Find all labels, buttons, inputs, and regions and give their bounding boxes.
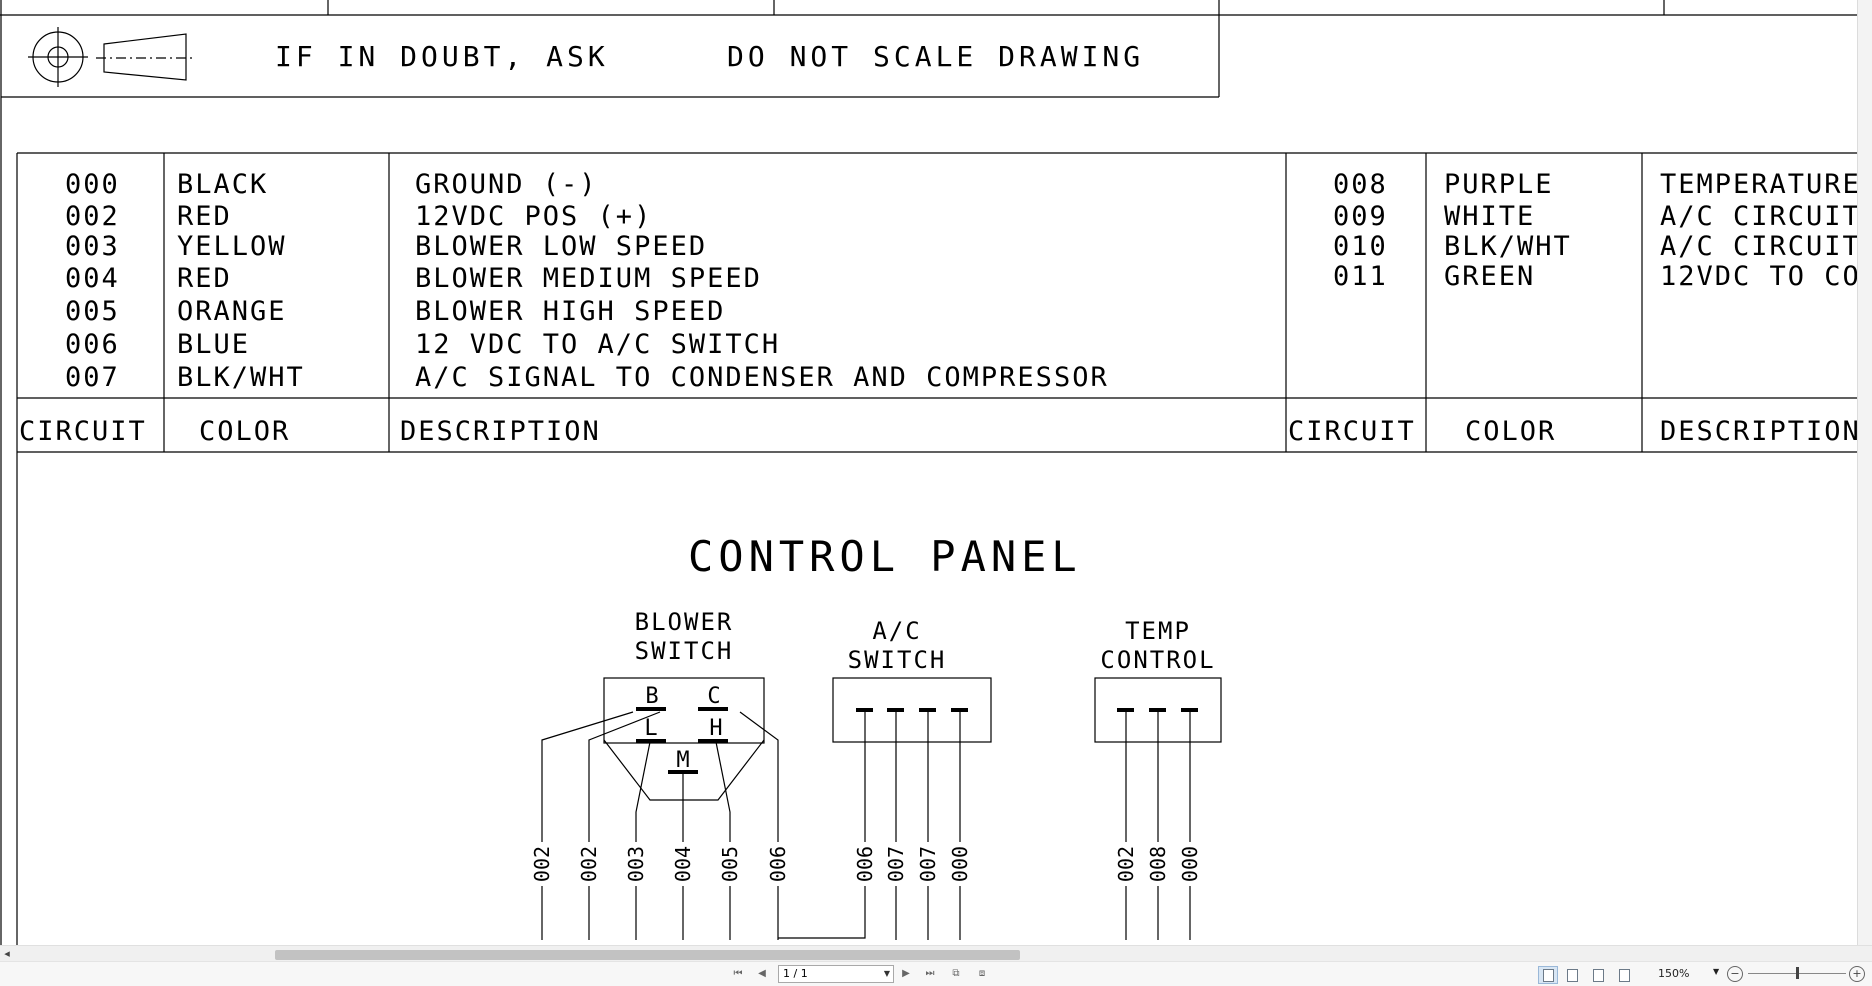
table-cell-description: A/C SIGNAL TO CONDENSER AND COMPRESSOR (415, 362, 1109, 393)
horizontal-scroll-thumb[interactable] (275, 950, 1020, 960)
note-if-in-doubt: IF IN DOUBT, ASK (275, 40, 609, 73)
header-description-right: DESCRIPTION (1660, 416, 1861, 447)
terminal-label: M (676, 748, 689, 773)
horizontal-scrollbar[interactable]: ◂ (0, 945, 1872, 962)
table-cell-description: BLOWER MEDIUM SPEED (415, 263, 762, 294)
table-cell-description: A/C CIRCUIT (1660, 231, 1861, 262)
zoom-slider-thumb[interactable] (1796, 967, 1799, 979)
next-page-icon[interactable]: ▶ (902, 968, 910, 979)
vertical-scrollbar[interactable] (1857, 0, 1872, 945)
wire-label: 002 (577, 846, 601, 882)
continuous-facing-view-button[interactable] (1614, 966, 1634, 984)
header-color-right: COLOR (1465, 416, 1556, 447)
ac-switch-box (832, 677, 992, 743)
scroll-left-icon[interactable]: ◂ (4, 947, 10, 960)
wire-label: 004 (671, 846, 695, 882)
wire-label: 000 (948, 846, 972, 882)
wire-label: 003 (624, 846, 648, 882)
terminal-bars (636, 707, 1198, 774)
header-circuit-left: CIRCUIT (19, 416, 147, 447)
blower-switch-outline (603, 739, 765, 801)
wire-label: 007 (884, 846, 908, 882)
zoom-level[interactable]: 150% (1658, 967, 1690, 980)
copy-page-icon[interactable]: ⧉ (952, 968, 960, 979)
table-cell-color: RED (177, 263, 232, 294)
blower-switch-label: SWITCH (635, 637, 734, 665)
table-cell-color: ORANGE (177, 296, 287, 327)
table-cell-circuit: 000 (65, 169, 120, 200)
wire-label: 007 (916, 846, 940, 882)
continuous-view-button[interactable] (1562, 966, 1582, 984)
blower-switch-box (603, 677, 765, 744)
wire-label: 005 (718, 846, 742, 882)
header-description-left: DESCRIPTION (400, 416, 601, 447)
table-cell-description: A/C CIRCUIT (1660, 201, 1861, 232)
zoom-out-icon[interactable]: − (1727, 966, 1743, 982)
compare-page-icon[interactable]: ⧈ (978, 968, 986, 979)
terminal-label: H (709, 716, 722, 741)
table-cell-color: WHITE (1444, 201, 1535, 232)
table-cell-circuit: 009 (1333, 201, 1388, 232)
ac-switch-label: SWITCH (848, 646, 947, 674)
table-cell-circuit: 008 (1333, 169, 1388, 200)
table-cell-color: BLACK (177, 169, 268, 200)
table-cell-description: BLOWER HIGH SPEED (415, 296, 725, 327)
table-cell-description: 12 VDC TO A/C SWITCH (415, 329, 780, 360)
temp-control-label: CONTROL (1100, 646, 1215, 674)
wire-label: 006 (766, 846, 790, 882)
table-cell-color: PURPLE (1444, 169, 1554, 200)
table-cell-circuit: 004 (65, 263, 120, 294)
table-cell-description: BLOWER LOW SPEED (415, 231, 707, 262)
terminal-label: B (645, 684, 658, 709)
temp-control-label: TEMP (1125, 617, 1191, 645)
first-page-icon[interactable]: ⏮ (733, 968, 743, 979)
table-cell-circuit: 002 (65, 201, 120, 232)
wires (541, 711, 1191, 940)
table-cell-description: 12VDC TO CO (1660, 261, 1861, 292)
previous-page-icon[interactable]: ◀ (758, 968, 766, 979)
wire-label: 000 (1178, 846, 1202, 882)
table-cell-circuit: 006 (65, 329, 120, 360)
viewer-status-bar: ⏮ ◀ ▼ ▶ ⏭ ⧉ ⧈ 150% ▼ − + (0, 961, 1872, 986)
table-cell-color: BLK/WHT (1444, 231, 1572, 262)
projection-cone (103, 33, 187, 81)
wire-labels: 002 002 003 004 005 006 006 007 007 000 … (530, 842, 1202, 886)
note-do-not-scale: DO NOT SCALE DRAWING (727, 40, 1144, 73)
table-cell-circuit: 010 (1333, 231, 1388, 262)
table-cell-color: BLK/WHT (177, 362, 305, 393)
zoom-dropdown-icon[interactable]: ▼ (1713, 967, 1720, 976)
table-cell-color: RED (177, 201, 232, 232)
table-cell-color: YELLOW (177, 231, 287, 262)
chevron-down-icon[interactable]: ▼ (883, 969, 890, 978)
wire-label: 008 (1146, 846, 1170, 882)
ac-switch-label: A/C (872, 617, 921, 645)
wire-table-right-rows: 008 PURPLE TEMPERATURE 009 WHITE A/C CIR… (1333, 169, 1861, 292)
zoom-in-icon[interactable]: + (1849, 966, 1865, 982)
table-cell-color: GREEN (1444, 261, 1535, 292)
wire-label: 006 (853, 846, 877, 882)
last-page-icon[interactable]: ⏭ (925, 968, 935, 979)
table-cell-description: GROUND (-) (415, 169, 598, 200)
wire-label: 002 (1114, 846, 1138, 882)
diagram-title: CONTROL PANEL (688, 532, 1082, 581)
terminal-label: L (644, 716, 657, 741)
drawing-canvas: IF IN DOUBT, ASK DO NOT SCALE DRAWING CI… (0, 0, 1872, 945)
header-color-left: COLOR (199, 416, 290, 447)
table-cell-description: 12VDC POS (+) (415, 201, 652, 232)
table-cell-circuit: 011 (1333, 261, 1388, 292)
page-selector[interactable]: ▼ (778, 965, 894, 983)
table-cell-description: TEMPERATURE (1660, 169, 1861, 200)
header-circuit-right: CIRCUIT (1288, 416, 1416, 447)
page-input[interactable] (779, 966, 873, 981)
table-cell-color: BLUE (177, 329, 250, 360)
wire-label: 002 (530, 846, 554, 882)
table-cell-circuit: 007 (65, 362, 120, 393)
single-page-view-button[interactable] (1538, 966, 1558, 984)
wire-table-left-rows: 000 BLACK GROUND (-) 002 RED 12VDC POS (… (65, 169, 1109, 393)
terminal-label: C (707, 684, 720, 709)
facing-view-button[interactable] (1588, 966, 1608, 984)
table-cell-circuit: 003 (65, 231, 120, 262)
blower-switch-label: BLOWER (635, 608, 734, 636)
table-cell-circuit: 005 (65, 296, 120, 327)
